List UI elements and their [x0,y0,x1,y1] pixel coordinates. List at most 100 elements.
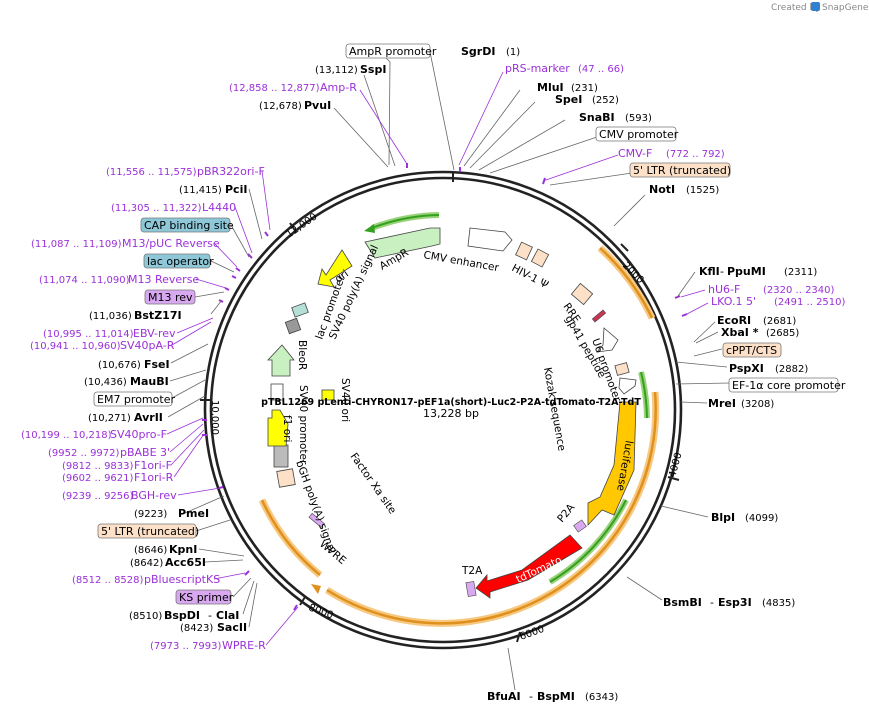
site-label-hu6-f[interactable]: hU6-F [708,283,740,296]
site-label-lko1[interactable]: LKO.1 5' [711,295,756,308]
site-label-bstz17i[interactable]: BstZ17I [134,309,182,322]
site-pos-kpni: (8646) [134,545,167,556]
site-label-cmv-f[interactable]: CMV-F [618,147,652,160]
site-pos-hu6-f: (2320 .. 2340) [763,285,835,296]
ori-feature[interactable] [317,249,353,288]
f1-ori-feature[interactable] [267,409,289,447]
site-label-pbr322ori[interactable]: pBR322ori-F [197,165,265,178]
site-label-ks-primer[interactable]: KS primer [179,591,234,604]
site-label-sv40pa-r[interactable]: SV40pA-R [120,339,175,352]
site-pos-pbabe: (9952 .. 9972) [48,448,120,459]
site-label-cmv-promoter[interactable]: CMV promoter [599,128,679,141]
sv40-promoter-feature[interactable] [270,383,284,401]
t2a-feature[interactable] [465,581,477,597]
site-label-bfuai[interactable]: BfuAI [487,690,521,703]
site-label-ltr-left[interactable]: 5' LTR (truncated) [101,525,199,538]
cppt-feature[interactable] [614,362,630,376]
site-label-pvui[interactable]: PvuI [304,99,331,112]
m13-rev-box[interactable] [144,289,196,305]
p2a-feature[interactable] [573,519,587,533]
site-label-sv40pro-f[interactable]: SV40pro-F [110,428,167,441]
site-label-spei[interactable]: SpeI [555,93,582,106]
site-label-blpi[interactable]: BlpI [711,511,735,524]
site-label-lac-operator[interactable]: lac operator [147,255,214,268]
site-label-sacii[interactable]: SacII [217,621,247,634]
bleor-feature[interactable] [267,344,295,377]
site-label-amp-r[interactable]: Amp-R [320,81,357,94]
factor-xa-feature[interactable] [308,512,325,528]
site-label-fsei[interactable]: FseI [144,358,170,371]
ampr-feature[interactable] [364,227,441,259]
amp-r-promoter-box[interactable] [345,43,431,59]
f1ori-box-feature[interactable] [276,468,296,488]
site-label-kfli[interactable]: KflI [699,265,720,278]
site-label-m13rev-box[interactable]: M13 rev [148,291,193,304]
lac-promoter-feature[interactable] [284,317,302,335]
site-label-pmei[interactable]: PmeI [178,507,209,520]
u6-feature[interactable] [596,327,619,353]
site-label-bsmbi[interactable]: BsmBI [663,596,702,609]
site-label-clai[interactable]: ClaI [216,609,239,622]
ks-primer-box[interactable] [175,589,232,605]
site-label-m13puc[interactable]: M13/pUC Reverse [122,237,220,250]
site-label-ebv-rev[interactable]: EBV-rev [133,327,176,340]
gp41-feature[interactable] [591,309,607,323]
tdtomato-feature[interactable] [475,534,583,599]
site-pos-bspmi: (6343) [585,692,618,703]
site-label-sgrdi[interactable]: SgrDI [461,45,495,58]
rre-feature[interactable] [570,282,594,306]
site-label-em7[interactable]: EM7 promoter [97,393,175,406]
site-label-maubi[interactable]: MauBI [130,375,169,388]
site-label-pbluescriptks[interactable]: pBluescriptKS [144,573,220,586]
site-label-ecori[interactable]: EcoRI [717,314,751,327]
site-label-ampr-promoter[interactable]: AmpR promoter [349,45,437,58]
site-label-f1ori-r[interactable]: F1ori-R [134,471,174,484]
site-label-pbabe[interactable]: pBABE 3' [120,446,170,459]
site-pos-pbr322ori: (11,556 .. 11,575) [106,167,197,178]
site-label-m13rev-long[interactable]: M13 Reverse [128,273,199,286]
lac-operator-box[interactable] [143,253,211,269]
site-label-mlui[interactable]: MluI [537,81,564,94]
ef1a-box[interactable] [728,377,839,393]
site-pos-f1ori-r: (9602 .. 9621) [62,473,134,484]
ltr-truncated-box-left[interactable] [97,523,197,539]
site-label-ltr-top[interactable]: 5' LTR (truncated) [633,164,731,177]
site-label-cap-binding[interactable]: CAP binding site [144,219,234,232]
site-label-esp3i[interactable]: Esp3I [718,596,752,609]
cap-binding-box[interactable] [140,217,231,233]
site-label-noti[interactable]: NotI [649,183,675,196]
site-label-sspi[interactable]: SspI [360,63,386,76]
site-label-mrei[interactable]: MreI [708,397,736,410]
site-label-bgh-rev[interactable]: BGH-rev [131,489,177,502]
site-label-xbai[interactable]: XbaI * [721,326,759,339]
site-pos-lko1: (2491 .. 2510) [774,297,846,308]
cppt-box[interactable] [722,342,782,358]
site-label-bspmi[interactable]: BspMI [537,690,575,703]
site-label-snabi[interactable]: SnaBI [579,111,615,124]
site-label-pcii[interactable]: PciI [225,183,247,196]
luciferase-feature[interactable] [587,401,637,527]
site-pos-sv40pro-f: (10,199 .. 10,218) [21,430,112,441]
site-label-ef1a[interactable]: EF-1α core promoter [732,379,846,392]
em7-box[interactable] [93,391,173,407]
hiv-feature-2[interactable] [530,248,550,268]
ef1a-feature[interactable] [618,377,637,395]
ltr-truncated-box-top[interactable] [629,162,731,178]
site-label-ppumi[interactable]: PpuMI [727,265,766,278]
site-label-wpre-r[interactable]: WPRE-R [222,639,266,652]
cmv-enhancer-feature[interactable] [467,227,513,252]
bgh-feature[interactable] [273,444,289,468]
hiv-feature[interactable] [515,241,533,261]
site-label-prs-marker[interactable]: pRS-marker [505,62,570,75]
sv40-ori-feature[interactable] [321,389,335,401]
site-label-kpni[interactable]: KpnI [169,543,197,556]
sv40-polya-feature[interactable] [291,302,309,318]
cmv-promoter-box[interactable] [595,126,677,142]
site-label-l4440[interactable]: L4440 [202,201,236,214]
site-label-pspxi[interactable]: PspXI [729,362,764,375]
site-label-bspdi[interactable]: BspDI [164,609,200,622]
site-label-acc65i[interactable]: Acc65I [165,556,206,569]
site-label-cppt[interactable]: cPPT/CTS [726,344,777,357]
site-label-avrii[interactable]: AvrII [134,411,163,424]
site-label-f1ori-f[interactable]: F1ori-F [134,459,172,472]
